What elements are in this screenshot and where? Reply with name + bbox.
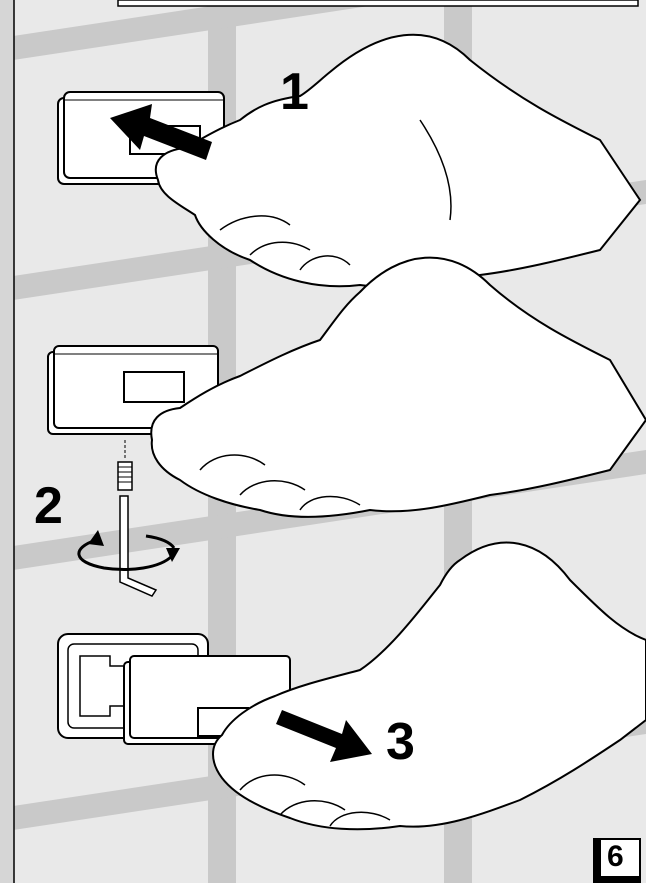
step-number-2: 2 <box>34 480 63 532</box>
handle-stem-2 <box>124 372 184 402</box>
page-number-badge: 6 <box>599 838 641 878</box>
page-number: 6 <box>607 842 624 872</box>
step-number-1: 1 <box>280 66 309 118</box>
step-number-3: 3 <box>386 716 415 768</box>
